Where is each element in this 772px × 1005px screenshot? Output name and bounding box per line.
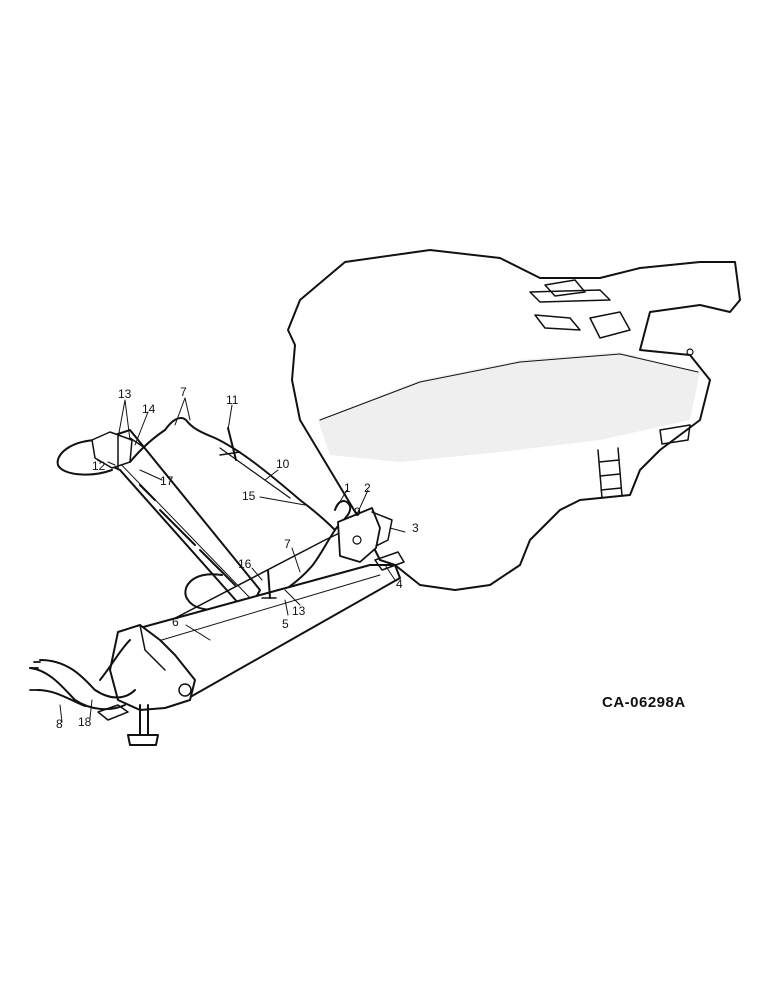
slot-1 <box>139 484 156 501</box>
hose-bundle <box>29 639 136 711</box>
leader-lines <box>59 397 406 723</box>
access-ladder <box>597 447 623 499</box>
callout-2: 2 <box>364 481 371 495</box>
callout-1: 1 <box>344 481 351 495</box>
callout-13: 13 <box>118 387 132 401</box>
combine-body-outline <box>287 249 741 591</box>
roof-panel <box>318 352 700 462</box>
callout-7b: 7 <box>284 537 291 551</box>
header-end-gearbox <box>97 624 196 746</box>
side-step <box>659 424 691 445</box>
upper-frame-lattice <box>529 279 631 339</box>
callout-12: 12 <box>92 459 106 473</box>
callout-4: 4 <box>396 577 403 591</box>
callout-9: 9 <box>354 505 361 519</box>
callout-15: 15 <box>242 489 256 503</box>
callout-18: 18 <box>78 715 92 729</box>
drawing-code: CA-06298A <box>602 694 686 711</box>
pin-11 <box>219 427 241 461</box>
callout-8: 8 <box>56 717 63 731</box>
callout-17: 17 <box>160 474 174 488</box>
callout-13b: 13 <box>292 604 306 618</box>
callout-labels: 13 14 7 11 10 15 17 12 1 2 3 9 4 7 16 13… <box>56 385 419 731</box>
callout-14: 14 <box>142 402 156 416</box>
callout-6: 6 <box>172 615 179 629</box>
callout-16: 16 <box>238 557 252 571</box>
callout-7: 7 <box>180 385 187 399</box>
header-frame-upper-beam <box>56 429 261 611</box>
connector-plate <box>337 507 393 563</box>
switch-bracket <box>374 551 405 571</box>
slot-2 <box>159 509 196 546</box>
callout-3: 3 <box>412 521 419 535</box>
pin-16 <box>261 569 277 599</box>
callout-5: 5 <box>282 617 289 631</box>
mirror-knob <box>686 348 694 356</box>
slot-3 <box>199 549 236 586</box>
callout-10: 10 <box>276 457 290 471</box>
header-end-hoop <box>56 439 113 476</box>
callout-11: 11 <box>226 393 239 407</box>
